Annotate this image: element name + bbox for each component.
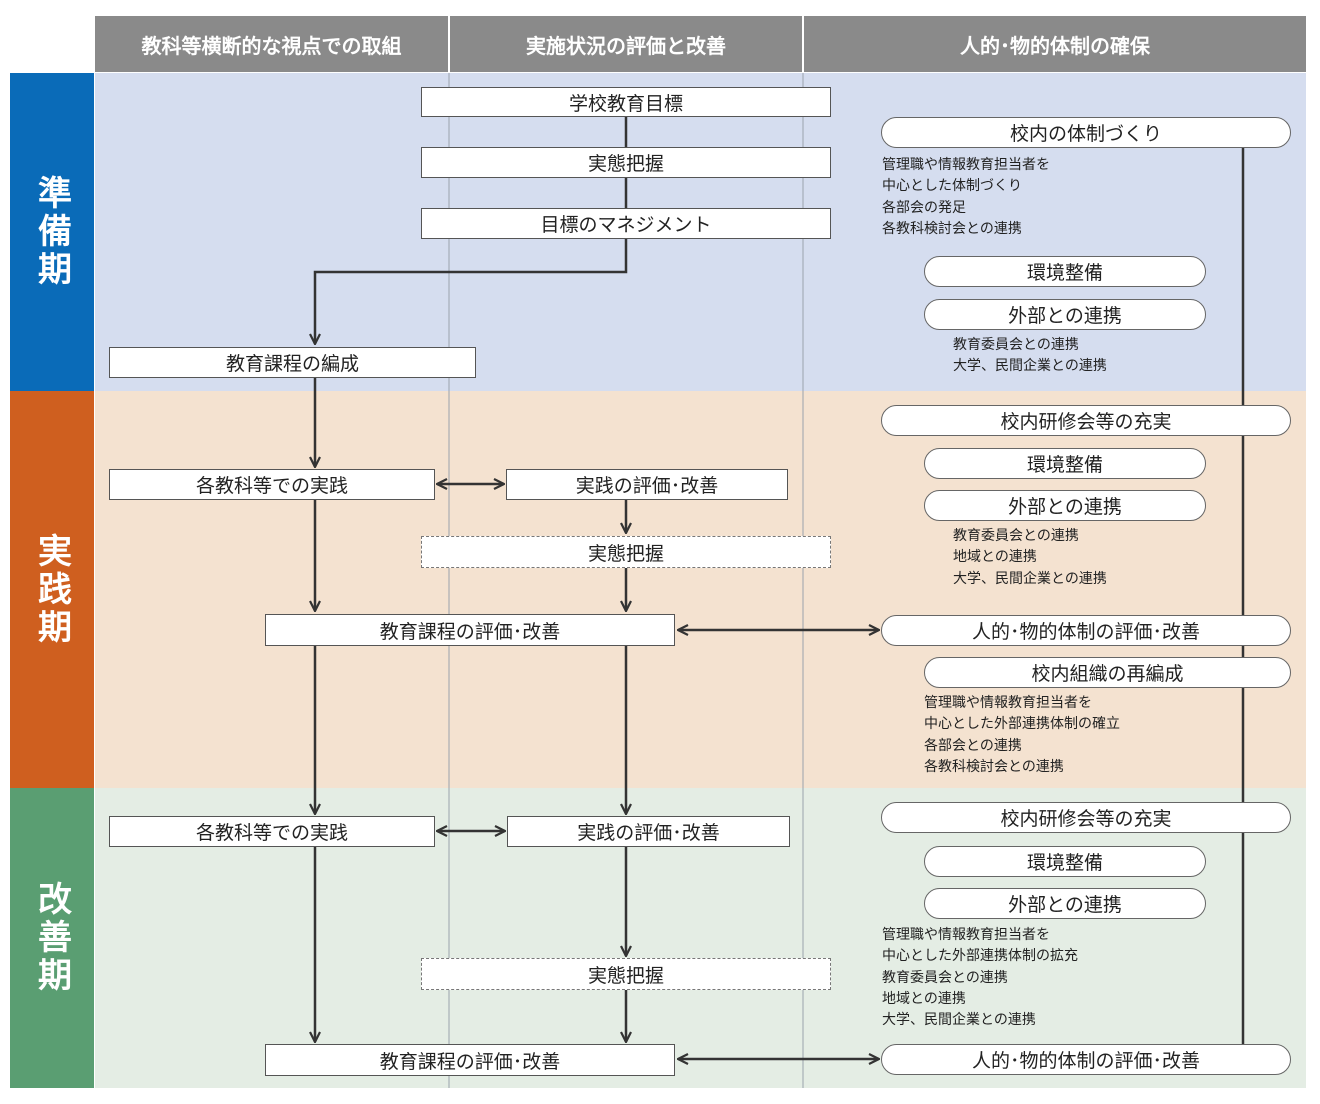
goal-management-box: 目標のマネジメント [421, 208, 831, 239]
practice-external-notes: 教育委員会との連携 地域との連携 大学、民間企業との連携 [953, 526, 1107, 590]
improve-system-eval-pill: 人的･物的体制の評価･改善 [881, 1044, 1291, 1075]
note-line: 管理職や情報教育担当者を [924, 695, 1092, 711]
note-line: 大学、民間企業との連携 [953, 570, 1107, 587]
prep-assessment-box: 実態把握 [421, 147, 831, 178]
prep-external-notes: 教育委員会との連携 大学、民間企業との連携 [953, 335, 1107, 378]
note-line: 各部会との連携 [924, 737, 1022, 754]
column-header-evaluation: 実施状況の評価と改善 [450, 16, 802, 72]
school-system-notes: 管理職や情報教育担当者を 中心とした体制づくり 各部会の発足 各教科検討会との連… [882, 155, 1050, 240]
reorganization-notes: 管理職や情報教育担当者を 中心とした外部連携体制の確立 各部会との連携 各教科検… [924, 693, 1120, 778]
note-line: 管理職や情報教育担当者を [882, 157, 1050, 173]
improve-external-notes: 管理職や情報教育担当者を 中心とした外部連携体制の拡充 教育委員会との連携 地域… [882, 925, 1078, 1031]
note-line: 管理職や情報教育担当者を [882, 927, 1050, 943]
note-line: 地域との連携 [953, 549, 1037, 566]
practice-external-pill: 外部との連携 [924, 490, 1206, 521]
column-header-cross-curricular: 教科等横断的な視点での取組 [95, 16, 448, 72]
practice-curriculum-eval-box: 教育課程の評価･改善 [265, 614, 675, 646]
school-system-pill: 校内の体制づくり [881, 117, 1291, 148]
improve-assessment-box: 実態把握 [421, 958, 831, 990]
practice-eval-box: 実践の評価･改善 [506, 469, 788, 500]
note-line: 教育委員会との連携 [953, 337, 1079, 353]
practice-environment-pill: 環境整備 [924, 448, 1206, 479]
practice-subject-box: 各教科等での実践 [109, 469, 435, 500]
improve-subject-box: 各教科等での実践 [109, 816, 435, 847]
note-line: 教育委員会との連携 [882, 969, 1008, 986]
phase-label-practice: 実践期 [10, 391, 94, 788]
improve-external-pill: 外部との連携 [924, 888, 1206, 919]
improve-eval-box: 実践の評価･改善 [507, 816, 790, 847]
note-line: 教育委員会との連携 [953, 528, 1079, 544]
note-line: 大学、民間企業との連携 [882, 1012, 1036, 1029]
school-goal-box: 学校教育目標 [421, 87, 831, 117]
note-line: 中心とした体制づくり [882, 178, 1022, 195]
column-header-resources: 人的･物的体制の確保 [804, 16, 1306, 72]
prep-external-pill: 外部との連携 [924, 299, 1206, 330]
note-line: 中心とした外部連携体制の確立 [924, 716, 1120, 733]
phase-label-prep: 準備期 [10, 73, 94, 391]
note-line: 地域との連携 [882, 990, 966, 1007]
practice-assessment-box: 実態把握 [421, 536, 831, 568]
note-line: 中心とした外部連携体制の拡充 [882, 948, 1078, 965]
practice-system-eval-pill: 人的･物的体制の評価･改善 [881, 615, 1291, 646]
note-line: 大学、民間企業との連携 [953, 358, 1107, 375]
prep-environment-pill: 環境整備 [924, 256, 1206, 287]
note-line: 各教科検討会との連携 [882, 220, 1022, 237]
practice-training-pill: 校内研修会等の充実 [881, 405, 1291, 436]
improve-training-pill: 校内研修会等の充実 [881, 802, 1291, 833]
note-line: 各部会の発足 [882, 199, 966, 216]
improve-environment-pill: 環境整備 [924, 846, 1206, 877]
improve-curriculum-eval-box: 教育課程の評価･改善 [265, 1044, 675, 1076]
curriculum-formation-box: 教育課程の編成 [109, 347, 476, 378]
reorganization-pill: 校内組織の再編成 [924, 657, 1291, 688]
phase-label-improve: 改善期 [10, 788, 94, 1088]
note-line: 各教科検討会との連携 [924, 758, 1064, 775]
